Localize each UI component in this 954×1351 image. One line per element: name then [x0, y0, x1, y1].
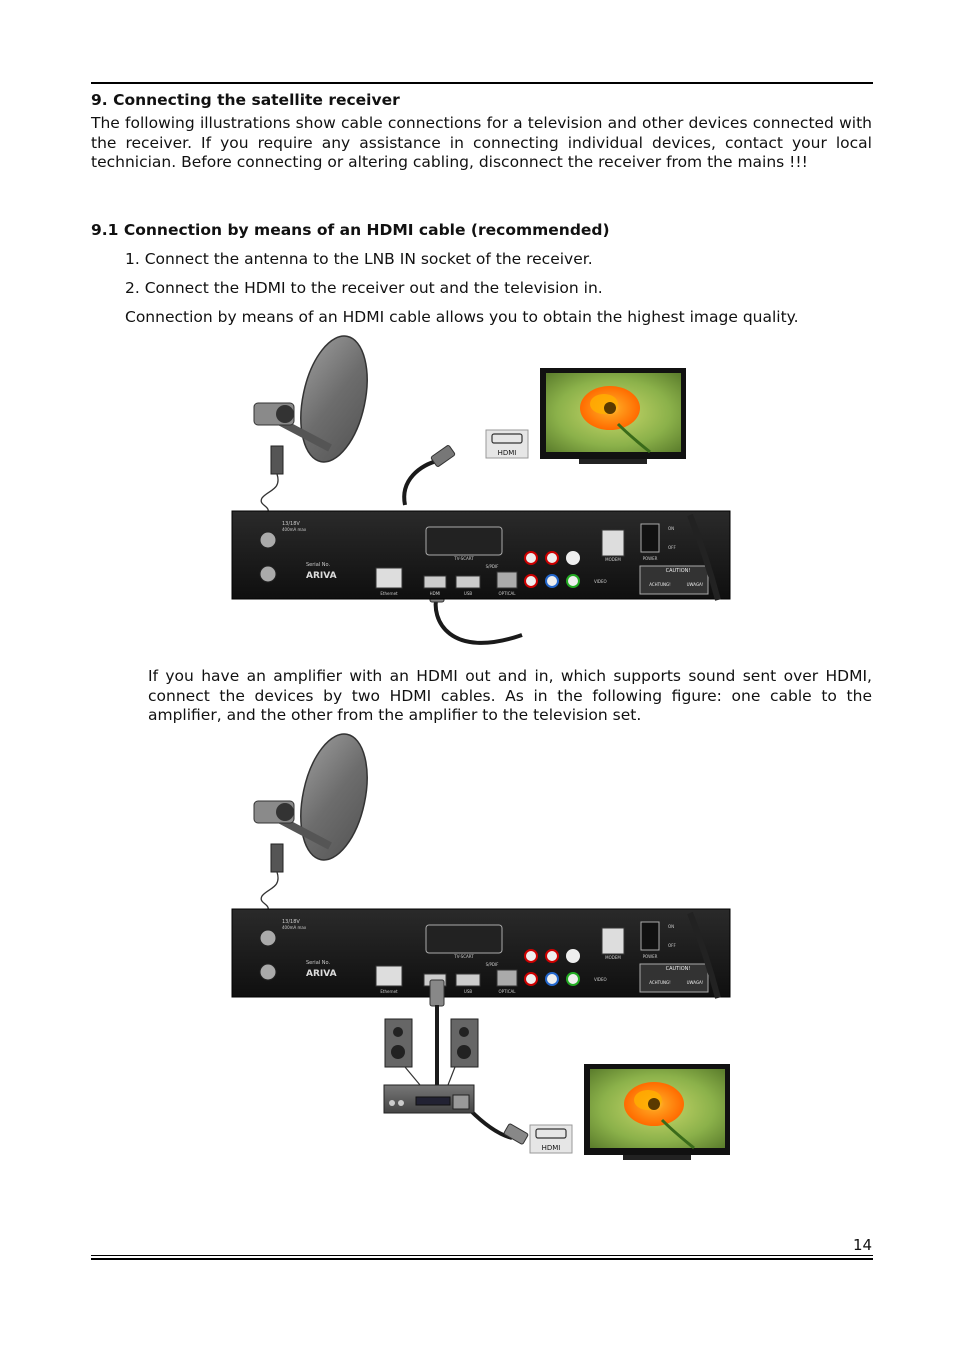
- serial-label: Serial No.: [306, 960, 330, 966]
- bottom-rule: [91, 1255, 873, 1256]
- television-icon: [540, 368, 686, 464]
- optical-label: OPTICAL: [499, 591, 517, 596]
- spdif-label: S/PDIF: [486, 962, 500, 967]
- hdmi-cable-icon: [429, 979, 529, 1145]
- section-title: 9. Connecting the satellite receiver: [91, 91, 400, 109]
- hdmi-logo-label: HDMI: [542, 1144, 561, 1152]
- power-label: POWER: [643, 954, 658, 959]
- caution-label: CAUTION!: [666, 966, 691, 972]
- uwaga-label: UWAGA!: [687, 582, 704, 587]
- hdmi-logo-label: HDMI: [498, 449, 517, 457]
- on-label: ON: [668, 526, 674, 531]
- step-1: 1. Connect the antenna to the LNB IN soc…: [125, 250, 593, 268]
- receiver-rear-panel: 13/18V 400mA max Serial No. ARIVA Ethern…: [231, 908, 731, 999]
- power-label: POWER: [643, 556, 658, 561]
- on-label: ON: [668, 924, 674, 929]
- achtung-label: ACHTUNG!: [649, 980, 671, 985]
- amplifier-icon: [383, 1084, 475, 1114]
- current-label: 400mA max: [282, 527, 307, 532]
- hdmi-logo: HDMI: [529, 1124, 573, 1154]
- modem-label: MODEM: [605, 557, 621, 562]
- modem-label: MODEM: [605, 955, 621, 960]
- off-label: OFF: [668, 545, 676, 550]
- off-label: OFF: [668, 943, 676, 948]
- satellite-dish-icon: [253, 335, 368, 513]
- serial-label: Serial No.: [306, 562, 330, 568]
- amplifier-paragraph: If you have an amplifier with an HDMI ou…: [148, 667, 872, 725]
- scart-label: TV-SCART: [453, 954, 474, 959]
- video-label: VIDEO: [594, 977, 607, 982]
- page-number: 14: [853, 1236, 873, 1254]
- usb-label: USB: [464, 591, 472, 596]
- ethernet-label: Ethernet: [380, 591, 398, 596]
- voltage-label: 13/18V: [282, 919, 300, 925]
- top-rule: [91, 82, 873, 84]
- caution-label: CAUTION!: [666, 568, 691, 574]
- speaker-icon: [447, 1018, 479, 1086]
- receiver-rear-panel: 13/18V 400mA max Serial No. ARIVA Ethern…: [231, 510, 731, 601]
- spdif-label: S/PDIF: [486, 564, 500, 569]
- hdmi-port-label: HDMI: [430, 591, 441, 596]
- television-icon: [584, 1064, 730, 1160]
- usb-label: USB: [464, 989, 472, 994]
- scart-label: TV-SCART: [453, 556, 474, 561]
- achtung-label: ACHTUNG!: [649, 582, 671, 587]
- speaker-icon: [384, 1018, 421, 1086]
- current-label: 400mA max: [282, 925, 307, 930]
- satellite-dish-icon: [253, 733, 368, 911]
- section-intro: The following illustrations show cable c…: [91, 114, 872, 172]
- bottom-rule-thick: [91, 1258, 873, 1260]
- hdmi-logo: HDMI: [485, 429, 529, 459]
- voltage-label: 13/18V: [282, 521, 300, 527]
- uwaga-label: UWAGA!: [687, 980, 704, 985]
- optical-label: OPTICAL: [499, 989, 517, 994]
- ethernet-label: Ethernet: [380, 989, 398, 994]
- subsection-title: 9.1 Connection by means of an HDMI cable…: [91, 221, 610, 239]
- receiver-brand: ARIVA: [306, 969, 337, 979]
- receiver-brand: ARIVA: [306, 571, 337, 581]
- step-2: 2. Connect the HDMI to the receiver out …: [125, 279, 603, 297]
- quality-note: Connection by means of an HDMI cable all…: [125, 308, 799, 326]
- video-label: VIDEO: [594, 579, 607, 584]
